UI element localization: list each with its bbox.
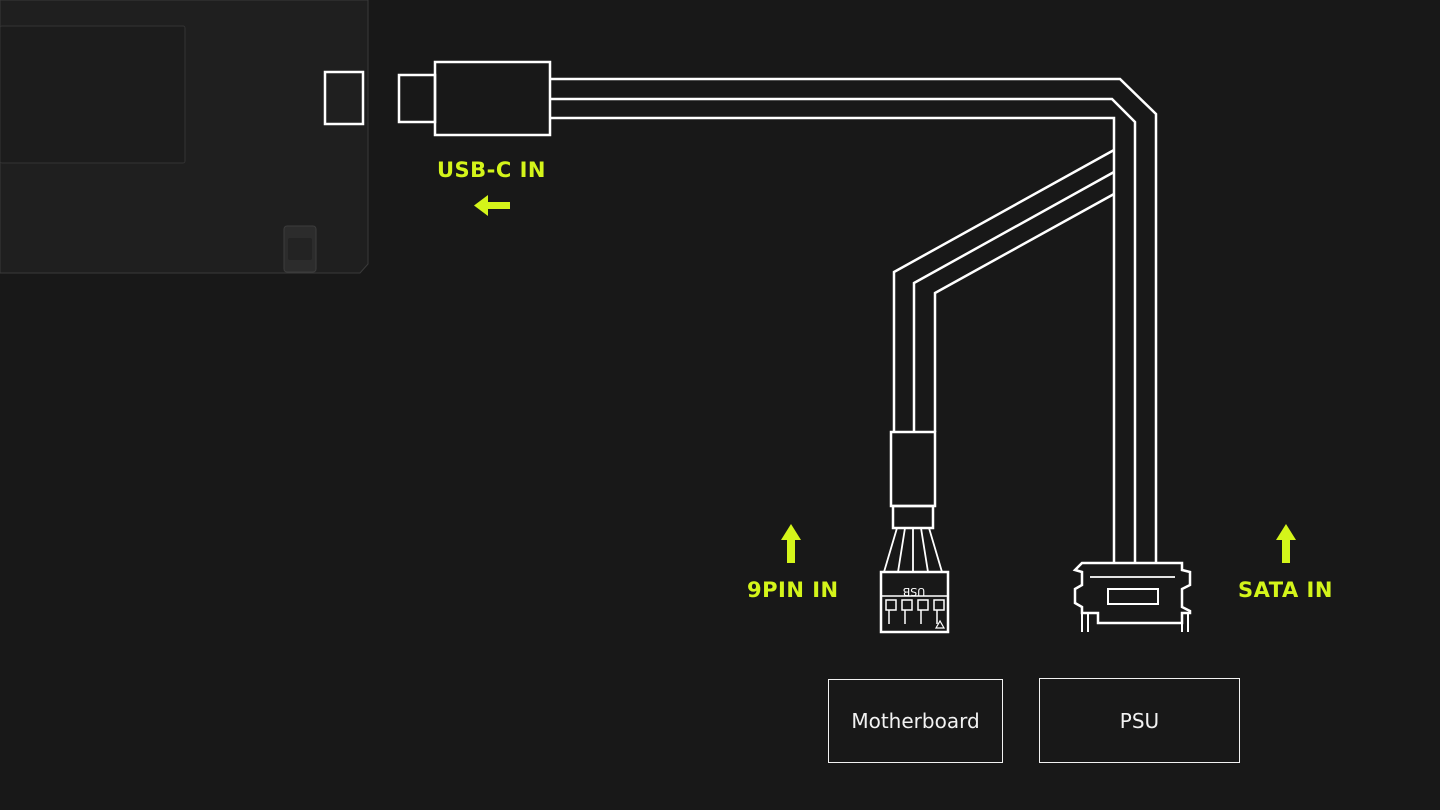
psu-box: PSU	[1039, 678, 1240, 763]
usb-c-in-label: USB-C IN	[437, 158, 547, 182]
motherboard-box: Motherboard	[828, 679, 1003, 763]
arrow-up-icon	[781, 524, 801, 563]
9pin-in-label: 9PIN IN	[747, 578, 839, 602]
sata-connector	[1072, 561, 1192, 632]
arrow-up-icon	[1276, 524, 1296, 563]
arrow-left-icon	[474, 195, 510, 216]
usb-c-plug	[397, 60, 552, 137]
usb-header-text: USB	[903, 585, 926, 598]
9pin-connector	[879, 430, 950, 634]
sata-in-label: SATA IN	[1238, 578, 1333, 602]
main-cable	[550, 77, 1158, 563]
device-housing	[0, 0, 369, 274]
usb-c-port	[323, 70, 365, 126]
branch-cable	[892, 148, 1115, 432]
